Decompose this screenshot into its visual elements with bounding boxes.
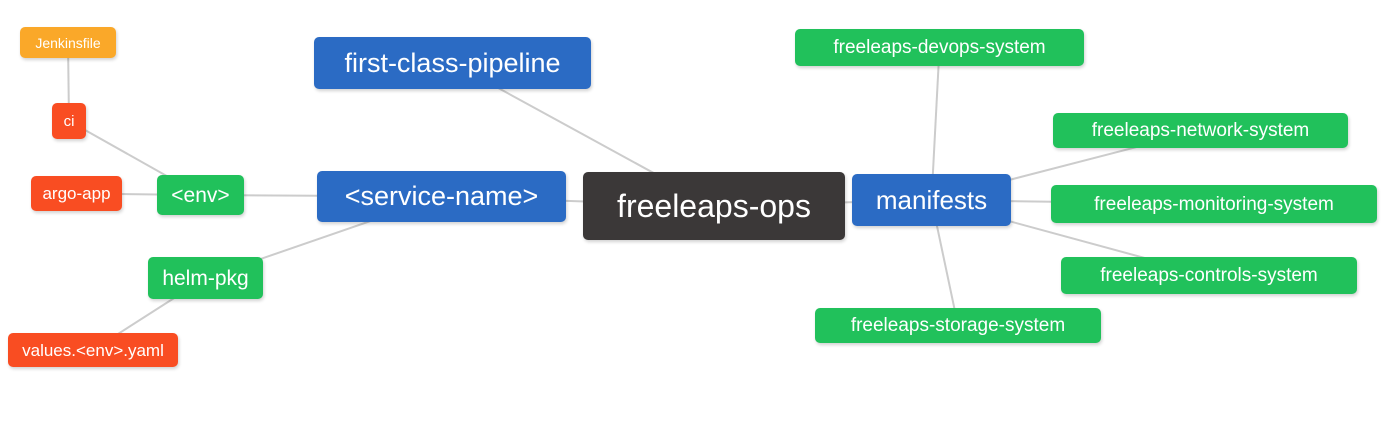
node-freeleaps-network-system[interactable]: freeleaps-network-system	[1053, 113, 1348, 148]
node-freeleaps-devops-system[interactable]: freeleaps-devops-system	[795, 29, 1084, 66]
node-argo-app[interactable]: argo-app	[31, 176, 122, 211]
node-freeleaps-ops[interactable]: freeleaps-ops	[583, 172, 845, 240]
node-jenkinsfile[interactable]: Jenkinsfile	[20, 27, 116, 58]
node-freeleaps-controls-system[interactable]: freeleaps-controls-system	[1061, 257, 1357, 294]
node-freeleaps-storage-system[interactable]: freeleaps-storage-system	[815, 308, 1101, 343]
node-freeleaps-monitoring-system[interactable]: freeleaps-monitoring-system	[1051, 185, 1377, 223]
node-ci[interactable]: ci	[52, 103, 86, 139]
node-service-name[interactable]: <service-name>	[317, 171, 566, 222]
node-manifests[interactable]: manifests	[852, 174, 1011, 226]
node-env[interactable]: <env>	[157, 175, 244, 215]
node-helm-pkg[interactable]: helm-pkg	[148, 257, 263, 299]
node-values-env-yaml[interactable]: values.<env>.yaml	[8, 333, 178, 367]
node-first-class-pipeline[interactable]: first-class-pipeline	[314, 37, 591, 89]
